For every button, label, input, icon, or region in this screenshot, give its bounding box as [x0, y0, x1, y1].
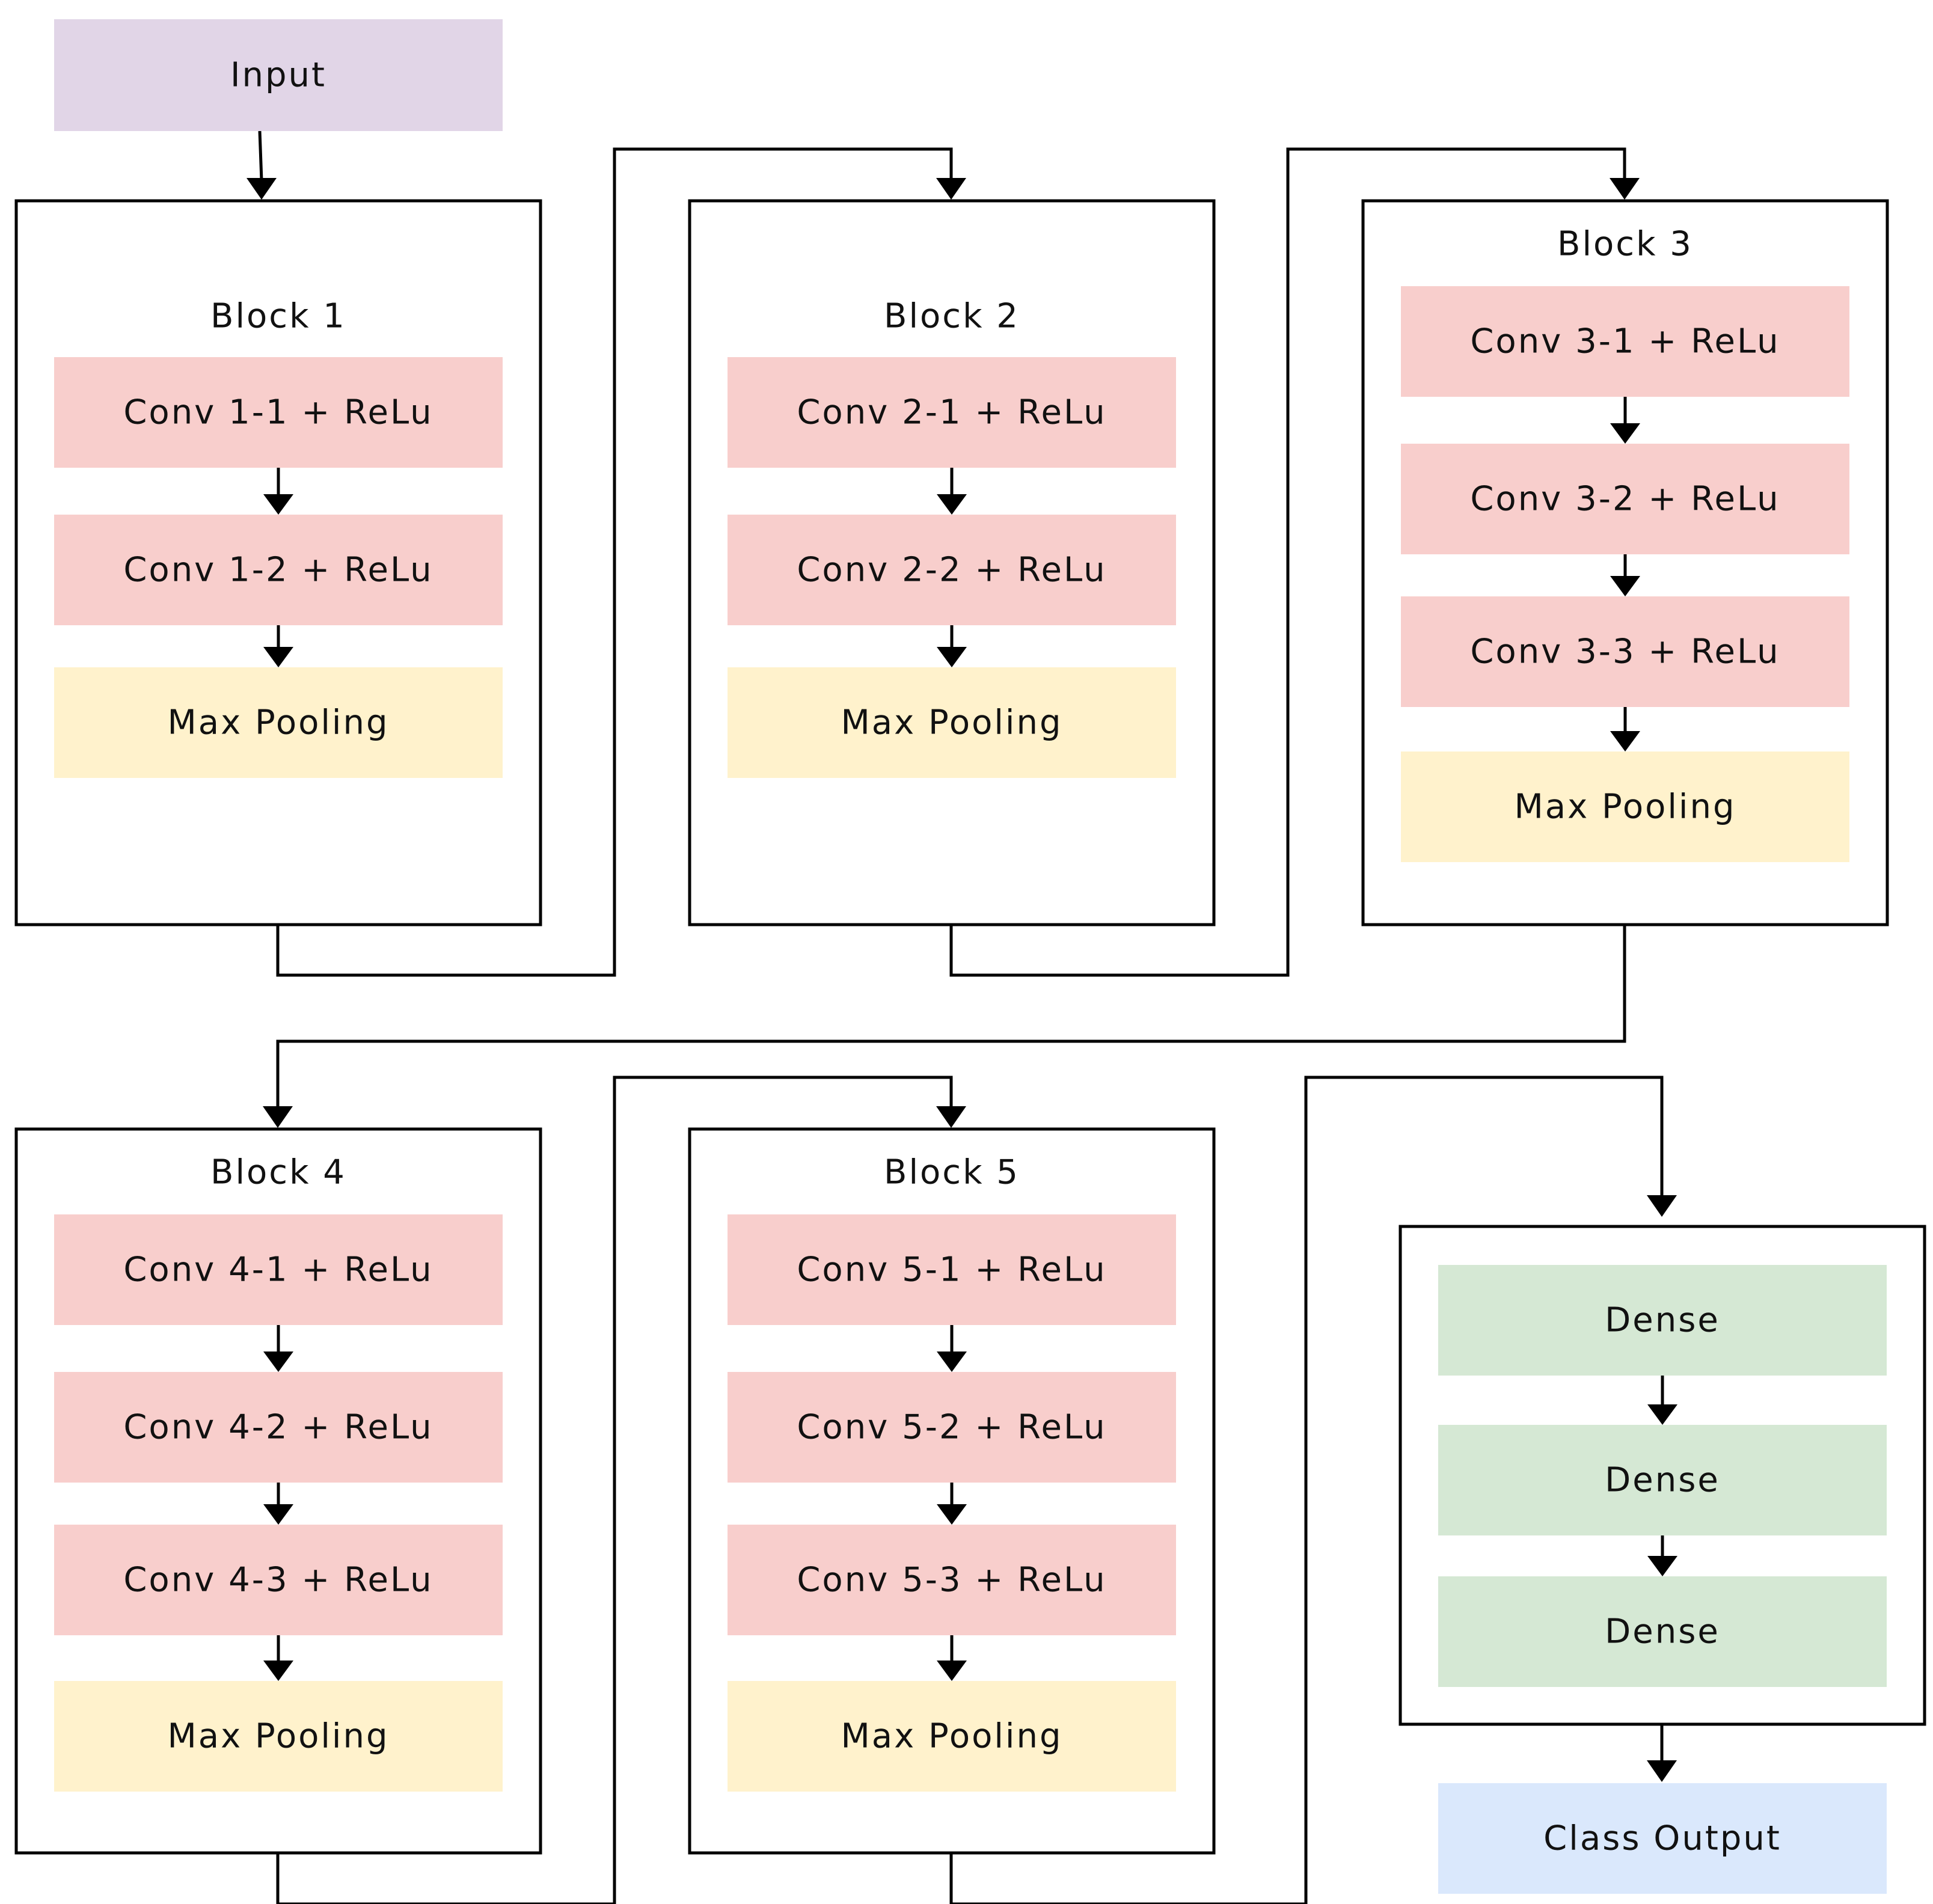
inner-arrowhead [263, 494, 293, 515]
layer-label: Conv 3-1 + ReLu [1470, 322, 1780, 361]
inner-arrowhead [263, 1661, 293, 1681]
layer-box [728, 667, 1176, 778]
layer-box [728, 357, 1176, 468]
layer-box [1438, 1576, 1887, 1687]
block-3-layers: Conv 3-1 + ReLu Conv 3-2 + ReLu Conv 3-3… [1401, 286, 1849, 862]
layer-label: Conv 1-2 + ReLu [123, 551, 433, 590]
block-4-layers: Conv 4-1 + ReLu Conv 4-2 + ReLu Conv 4-3… [54, 1214, 503, 1792]
arrowhead-to-block-4 [263, 1106, 293, 1128]
layer-box [1401, 286, 1849, 397]
layer-box [54, 1525, 503, 1635]
classifier-layers: Dense Dense Dense [1438, 1265, 1887, 1687]
layer-label: Conv 3-2 + ReLu [1470, 480, 1780, 519]
connector-block-1-to-block-2 [276, 147, 953, 977]
layer-label: Conv 3-3 + ReLu [1470, 632, 1780, 672]
connector-block-4-to-block-5 [276, 1076, 953, 1904]
block-2-title: Block 2 [884, 297, 1020, 336]
inner-arrowhead [1610, 423, 1640, 444]
inner-arrowhead [1610, 731, 1640, 751]
arrowhead-to-output [1647, 1760, 1677, 1782]
output-node: Class Output [1438, 1783, 1887, 1894]
layer-label: Max Pooling [841, 703, 1062, 742]
layer-box [1401, 444, 1849, 554]
layer-box [54, 667, 503, 778]
layer-label: Conv 4-1 + ReLu [123, 1250, 433, 1290]
layer-label: Conv 4-3 + ReLu [123, 1561, 433, 1600]
layer-box [1401, 751, 1849, 862]
input-label: Input [230, 56, 326, 95]
inner-arrowhead [937, 647, 967, 667]
inner-arrowhead [263, 1504, 293, 1525]
layer-box [728, 1525, 1176, 1635]
inner-arrowhead [937, 1661, 967, 1681]
block-3-title: Block 3 [1557, 225, 1693, 264]
block-5-title: Block 5 [884, 1153, 1020, 1192]
layer-box [1401, 596, 1849, 707]
layer-label: Conv 4-2 + ReLu [123, 1408, 433, 1447]
layer-box [54, 1372, 503, 1483]
layer-label: Max Pooling [167, 1717, 389, 1756]
layer-label: Max Pooling [167, 703, 389, 742]
block-2-layers: Conv 2-1 + ReLu Conv 2-2 + ReLu Max Pool… [728, 357, 1176, 778]
layer-box [728, 515, 1176, 625]
arrowhead-to-classifier [1647, 1195, 1677, 1217]
inner-arrowhead [937, 1504, 967, 1525]
layer-label: Conv 2-2 + ReLu [797, 551, 1106, 590]
block-5-layers: Conv 5-1 + ReLu Conv 5-2 + ReLu Conv 5-3… [728, 1214, 1176, 1792]
layer-box [54, 1681, 503, 1792]
layer-box [728, 1214, 1176, 1325]
connector-arrowheads [247, 178, 1677, 1782]
layer-label: Dense [1605, 1301, 1720, 1340]
inner-arrowhead [937, 1351, 967, 1372]
layer-box [728, 1372, 1176, 1483]
inner-arrowhead [937, 494, 967, 515]
layer-label: Conv 5-1 + ReLu [797, 1250, 1106, 1290]
layer-box [728, 1681, 1176, 1792]
arrowhead-to-block-3 [1610, 178, 1640, 200]
layer-label: Conv 2-1 + ReLu [797, 393, 1106, 432]
block-1-layers: Conv 1-1 + ReLu Conv 1-2 + ReLu Max Pool… [54, 357, 503, 778]
layer-label: Max Pooling [1514, 788, 1736, 827]
connector-block-5-to-classifier [949, 1076, 1664, 1904]
inner-arrowhead [263, 647, 293, 667]
layer-box [54, 515, 503, 625]
layer-label: Conv 5-2 + ReLu [797, 1408, 1106, 1447]
connectors [258, 130, 1664, 1904]
arrowhead-to-block-2 [936, 178, 966, 200]
layer-label: Dense [1605, 1461, 1720, 1500]
block-4-title: Block 4 [210, 1153, 346, 1192]
layer-label: Dense [1605, 1612, 1720, 1651]
output-box [1438, 1783, 1887, 1894]
arrowhead-to-block-5 [936, 1106, 966, 1128]
layer-label: Max Pooling [841, 1717, 1062, 1756]
input-box [54, 19, 503, 131]
layer-box [54, 357, 503, 468]
inner-arrowhead [1610, 576, 1640, 596]
block-1-title: Block 1 [210, 297, 346, 336]
output-label: Class Output [1543, 1819, 1781, 1858]
connector-input-to-block-1 [258, 130, 263, 181]
inner-arrowhead [263, 1351, 293, 1372]
connector-block-2-to-block-3 [949, 147, 1626, 977]
arrowhead-input-to-block-1 [247, 178, 277, 200]
inner-arrowhead [1647, 1556, 1677, 1576]
layer-box [1438, 1425, 1887, 1535]
connector-block-3-to-block-4 [276, 925, 1626, 1109]
input-node: Input [54, 19, 503, 131]
layer-label: Conv 5-3 + ReLu [797, 1561, 1106, 1600]
inner-arrowhead [1647, 1404, 1677, 1425]
layer-label: Conv 1-1 + ReLu [123, 393, 433, 432]
layer-box [1438, 1265, 1887, 1376]
layer-box [54, 1214, 503, 1325]
